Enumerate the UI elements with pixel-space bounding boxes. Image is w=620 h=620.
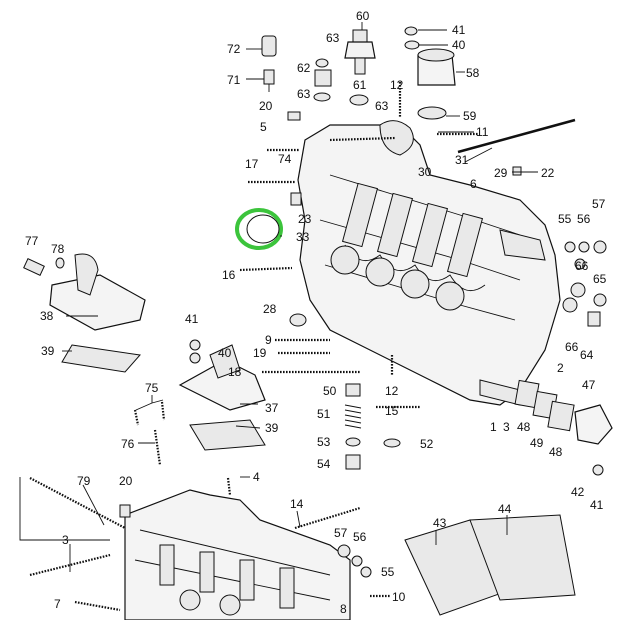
label-59: 59 <box>463 109 477 123</box>
label-4: 4 <box>253 470 260 484</box>
label-53: 53 <box>317 435 331 449</box>
label-42: 42 <box>571 485 585 499</box>
label-51: 51 <box>317 407 331 421</box>
label-44: 44 <box>498 502 512 516</box>
label-54: 54 <box>317 457 331 471</box>
label-57: 57 <box>592 197 606 211</box>
label-57: 57 <box>334 526 348 540</box>
label-47: 47 <box>582 378 596 392</box>
crankcase-lower <box>124 489 351 620</box>
label-16: 16 <box>222 268 236 282</box>
label-72: 72 <box>227 42 241 56</box>
label-7: 7 <box>54 597 61 611</box>
label-55: 55 <box>558 212 572 226</box>
label-40: 40 <box>452 38 466 52</box>
label-23: 23 <box>298 212 312 226</box>
crankcase-upper <box>297 120 561 406</box>
label-6: 6 <box>470 177 477 191</box>
label-58: 58 <box>466 66 480 80</box>
label-77: 77 <box>25 234 39 248</box>
label-39: 39 <box>265 421 279 435</box>
parts-group <box>23 26 613 616</box>
label-17: 17 <box>245 157 259 171</box>
label-41: 41 <box>452 23 466 37</box>
part-labels: 60 41 40 72 63 62 58 71 61 12 63 63 20 5… <box>25 9 607 616</box>
label-12: 12 <box>390 78 404 92</box>
label-15: 15 <box>385 404 399 418</box>
label-56: 56 <box>353 530 367 544</box>
label-5: 5 <box>260 120 267 134</box>
label-12: 12 <box>385 384 399 398</box>
label-66: 66 <box>575 259 589 273</box>
label-66: 66 <box>565 340 579 354</box>
label-60: 60 <box>356 9 370 23</box>
label-41: 41 <box>185 312 199 326</box>
label-28: 28 <box>263 302 277 316</box>
label-31: 31 <box>455 153 469 167</box>
label-65: 65 <box>593 272 607 286</box>
label-43: 43 <box>433 516 447 530</box>
label-40: 40 <box>218 346 232 360</box>
label-49: 49 <box>530 436 544 450</box>
label-3: 3 <box>503 420 510 434</box>
label-37: 37 <box>265 401 279 415</box>
label-30: 30 <box>418 165 432 179</box>
label-74: 74 <box>278 152 292 166</box>
label-20: 20 <box>259 99 273 113</box>
label-71: 71 <box>227 73 241 87</box>
label-9: 9 <box>265 333 272 347</box>
label-56: 56 <box>577 212 591 226</box>
label-18: 18 <box>228 365 242 379</box>
seal-ring-33[interactable] <box>235 208 283 250</box>
label-14: 14 <box>290 497 304 511</box>
label-50: 50 <box>323 384 337 398</box>
label-63: 63 <box>326 31 340 45</box>
label-75: 75 <box>145 381 159 395</box>
label-8: 8 <box>340 602 347 616</box>
label-29: 29 <box>494 166 508 180</box>
label-39: 39 <box>41 344 55 358</box>
label-48: 48 <box>549 445 563 459</box>
label-79: 79 <box>77 474 91 488</box>
label-48: 48 <box>517 420 531 434</box>
studs-and-leaders <box>19 22 576 612</box>
label-11: 11 <box>476 125 489 139</box>
label-61: 61 <box>353 78 367 92</box>
label-78: 78 <box>51 242 65 256</box>
label-52: 52 <box>420 437 434 451</box>
label-3: 3 <box>62 533 69 547</box>
label-33: 33 <box>296 230 310 244</box>
label-20: 20 <box>119 474 133 488</box>
label-64: 64 <box>580 348 594 362</box>
label-55: 55 <box>381 565 395 579</box>
label-41: 41 <box>590 498 604 512</box>
label-2: 2 <box>557 361 564 375</box>
label-1: 1 <box>490 420 497 434</box>
label-76: 76 <box>121 437 135 451</box>
label-63: 63 <box>375 99 389 113</box>
label-10: 10 <box>392 590 406 604</box>
label-19: 19 <box>253 346 267 360</box>
label-38: 38 <box>40 309 54 323</box>
label-63: 63 <box>297 87 311 101</box>
label-22: 22 <box>541 166 555 180</box>
label-62: 62 <box>297 61 311 75</box>
